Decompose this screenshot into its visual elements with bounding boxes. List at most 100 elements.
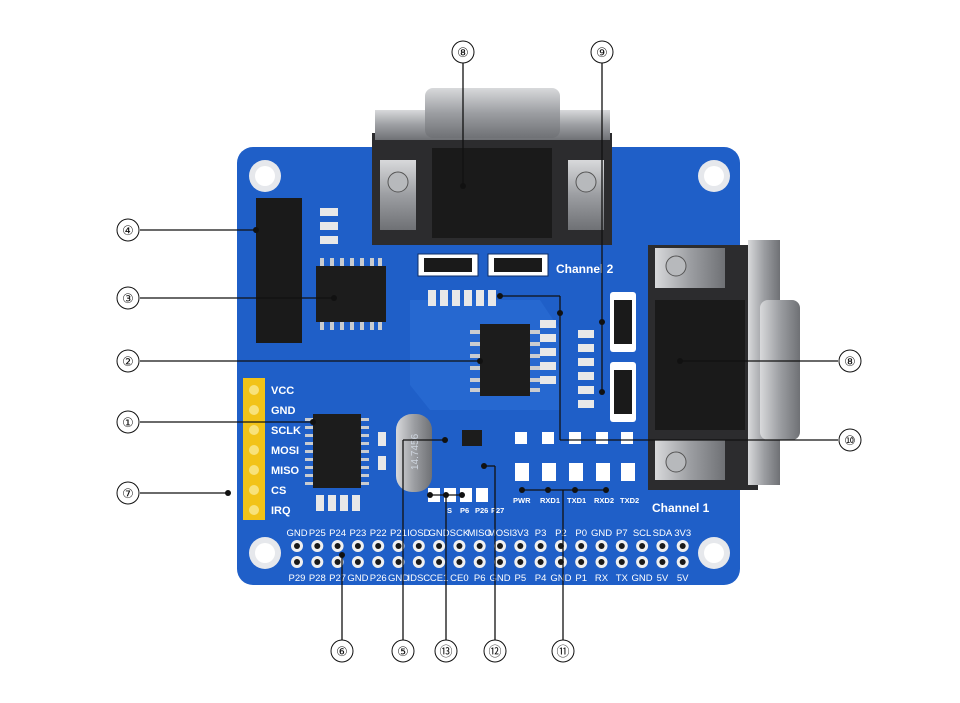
- gpio-bottom-label: TX: [616, 573, 629, 584]
- gpio-pin-hole: [517, 559, 524, 565]
- gpio-bottom-label: GND: [632, 573, 653, 584]
- gpio-pin-hole: [517, 543, 524, 549]
- gpio-pin-hole: [354, 559, 361, 565]
- mounting-holes: [249, 160, 730, 569]
- gpio-pin-hole: [375, 543, 382, 549]
- gpio-bottom-label: P26: [370, 573, 387, 584]
- jumper-label-s: S: [447, 506, 452, 515]
- smd-resistors: [316, 208, 594, 511]
- gpio-bottom-label: IDSC: [407, 573, 430, 584]
- gpio-pin-hole: [679, 543, 686, 549]
- channel2-jumper-blocks: [417, 253, 549, 277]
- gpio-bottom-label: P4: [535, 573, 547, 584]
- gpio-pin-hole: [334, 543, 341, 549]
- callout-markers: ① ② ③ ④ ⑦ ⑧ ⑨ ⑧: [116, 40, 862, 663]
- callout-13: ⑬: [434, 639, 458, 663]
- jumper-labels: S P6 P26 P27: [447, 506, 504, 515]
- gpio-bottom-label: 5V: [677, 573, 689, 584]
- gpio-pin-hole: [659, 559, 666, 565]
- callout-5-label: ⑤: [397, 645, 409, 660]
- spi-label-gnd: GND: [271, 405, 296, 417]
- gpio-pin-hole: [659, 543, 666, 549]
- gpio-pin-hole: [476, 559, 483, 565]
- transistor-5: [462, 430, 482, 446]
- callout-2-label: ②: [122, 355, 134, 370]
- gpio-top-label: GND: [591, 528, 612, 539]
- jumper-label-p6: P6: [460, 506, 469, 515]
- power-inductor-block: [256, 198, 302, 343]
- gpio-top-label: 3V3: [512, 528, 529, 539]
- gpio-pin-hole: [436, 559, 443, 565]
- spi-label-sclk: SCLK: [271, 425, 301, 437]
- callout-8-top-label: ⑧: [457, 46, 469, 61]
- callout-7-label: ⑦: [122, 487, 134, 502]
- gpio-bottom-label: CE1: [430, 573, 448, 584]
- gpio-bottom-label: P29: [289, 573, 306, 584]
- callout-1: ①: [116, 410, 140, 434]
- gpio-pin-hole: [578, 543, 585, 549]
- jumper-label-p27: P27: [491, 506, 504, 515]
- db9-connector-top: [372, 88, 612, 245]
- gpio-pin-hole: [497, 559, 503, 565]
- callout-8-top: ⑧: [451, 40, 475, 64]
- callout-4-label: ④: [122, 224, 134, 239]
- spi-label-miso: MISO: [271, 465, 300, 477]
- chip-2: [470, 324, 540, 396]
- led-label-pwr: PWR: [513, 496, 531, 505]
- gpio-bottom-label: GND: [347, 573, 368, 584]
- chip-3: [316, 258, 386, 330]
- callout-4: ④: [116, 218, 140, 242]
- gpio-pin-hole: [415, 543, 422, 549]
- callout-8-right-label: ⑧: [844, 355, 856, 370]
- callout-6-label: ⑥: [336, 645, 348, 660]
- callout-11: ⑪: [551, 639, 575, 663]
- callout-12: ⑫: [483, 639, 507, 663]
- spi-label-mosi: MOSI: [271, 445, 299, 457]
- callout-1-label: ①: [122, 416, 134, 431]
- gpio-top-label: P0: [575, 528, 587, 539]
- callout-3: ③: [116, 286, 140, 310]
- gpio-bottom-label: 5V: [657, 573, 669, 584]
- jumper-label-p26: P26: [475, 506, 488, 515]
- gpio-bottom-label: P27: [329, 573, 346, 584]
- gpio-bottom-label: GND: [550, 573, 571, 584]
- gpio-bottom-label: P5: [514, 573, 526, 584]
- callout-10: ⑩: [838, 428, 862, 452]
- callout-9: ⑨: [590, 40, 614, 64]
- gpio-pin-hole: [537, 543, 544, 549]
- gpio-pin-hole: [334, 559, 341, 565]
- gpio-top-label: P7: [616, 528, 628, 539]
- gpio-pin-hole: [436, 543, 443, 549]
- gpio-top-label: SCL: [633, 528, 651, 539]
- gpio-top-label: P24: [329, 528, 346, 539]
- gpio-top-label: GND: [429, 528, 450, 539]
- gpio-pin-hole: [456, 559, 463, 565]
- callout-3-label: ③: [122, 292, 134, 307]
- gpio-top-label: P21: [390, 528, 407, 539]
- gpio-pin-hole: [395, 543, 402, 549]
- gpio-top-label: P23: [349, 528, 366, 539]
- spi-label-vcc: VCC: [271, 385, 294, 397]
- gpio-top-label: P3: [535, 528, 547, 539]
- gpio-top-label: MISO: [468, 528, 492, 539]
- gpio-pin-hole: [415, 559, 422, 565]
- gpio-top-label: P22: [370, 528, 387, 539]
- gpio-pin-hole: [618, 543, 625, 549]
- gpio-pin-hole: [395, 559, 402, 565]
- callout-5: ⑤: [391, 639, 415, 663]
- spi-header-pins: [249, 385, 259, 515]
- gpio-pin-hole: [375, 559, 382, 565]
- callout-dots: [225, 183, 683, 558]
- led-label-rxd1: RXD1: [540, 496, 560, 505]
- callout-8-right: ⑧: [838, 349, 862, 373]
- gpio-pin-hole: [294, 543, 300, 549]
- gpio-bottom-label: P6: [474, 573, 486, 584]
- gpio-pin-hole: [639, 559, 646, 565]
- callout-11-label: ⑪: [556, 645, 569, 660]
- callout-7: ⑦: [116, 481, 140, 505]
- gpio-bottom-label: GND: [489, 573, 510, 584]
- gpio-bottom-label: GND: [388, 573, 409, 584]
